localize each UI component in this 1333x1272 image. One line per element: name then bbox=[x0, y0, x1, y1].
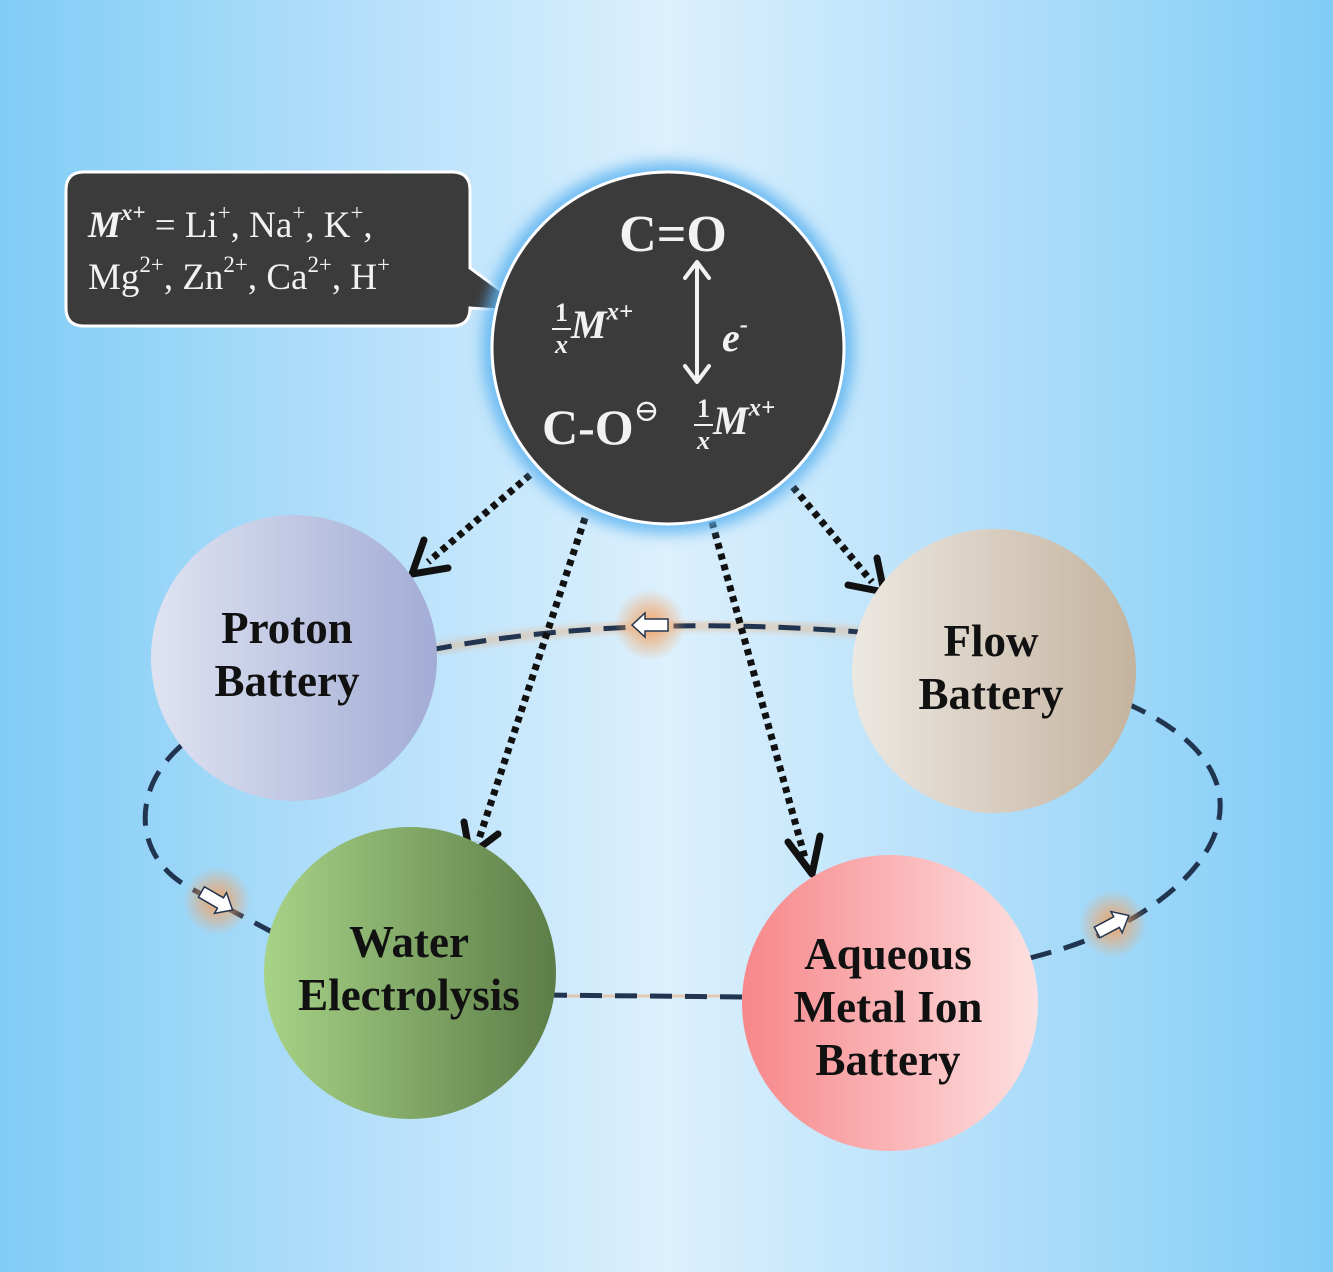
ion-list: Mx+ = Li+, Na+, K+, Mg2+, Zn2+, Ca2+, H+ bbox=[88, 200, 390, 304]
ion-li: Li+ bbox=[184, 199, 231, 246]
arrowhead-proton-icon bbox=[408, 536, 452, 578]
loop-right-segment bbox=[1029, 702, 1223, 961]
carbonyl-formula: C=O bbox=[619, 206, 727, 263]
arrowhead-aqueous-icon bbox=[784, 832, 824, 878]
water-electrolysis-node bbox=[264, 827, 556, 1119]
ion-k: K+ bbox=[323, 199, 364, 246]
center-reaction-circle bbox=[490, 170, 846, 526]
loop-direction-markers bbox=[183, 589, 1147, 958]
enolate-formula: C-O⊖ bbox=[542, 392, 660, 455]
ion-list-line-1: Mx+ = Li+, Na+, K+, bbox=[88, 199, 373, 246]
ion-h: H+ bbox=[350, 251, 391, 298]
flow-battery-node bbox=[852, 529, 1136, 813]
cycle-loop bbox=[142, 620, 1223, 1003]
aqueous-metal-ion-battery-label: Aqueous Metal Ion Battery bbox=[793, 929, 983, 1086]
ion-zn: Zn2+ bbox=[182, 251, 248, 298]
arrow-to-aqueous bbox=[708, 521, 809, 859]
loop-left-segment bbox=[142, 743, 274, 935]
loop-arrow-down-right-icon bbox=[197, 885, 234, 915]
water-electrolysis-label: Water Electrolysis bbox=[298, 917, 520, 1021]
loop-arrow-up-right-icon bbox=[1093, 910, 1130, 939]
flow-battery-label: Flow Battery bbox=[918, 616, 1064, 720]
loop-top-segment bbox=[429, 623, 861, 653]
loop-arrow-left-icon bbox=[630, 611, 669, 639]
dotted-arrows bbox=[425, 472, 875, 859]
ion-symbol: M bbox=[88, 205, 121, 246]
ion-list-line-2: Mg2+, Zn2+, Ca2+, H+ bbox=[88, 251, 391, 298]
proton-battery-node bbox=[151, 515, 437, 801]
arrow-to-water bbox=[474, 516, 589, 844]
aqueous-metal-ion-battery-node bbox=[742, 855, 1038, 1151]
ion-speech-bubble bbox=[64, 170, 536, 328]
arrow-to-flow bbox=[790, 484, 875, 585]
ion-na: Na+ bbox=[249, 199, 306, 246]
redox-arrow-icon bbox=[683, 260, 711, 384]
ion-mg: Mg2+ bbox=[88, 251, 164, 298]
proton-battery-label: Proton Battery bbox=[214, 603, 360, 707]
ion-ca: Ca2+ bbox=[266, 251, 332, 298]
electron-label: e- bbox=[722, 311, 749, 360]
arrow-to-proton bbox=[425, 472, 533, 565]
ion-symbol-charge: x+ bbox=[120, 199, 146, 225]
